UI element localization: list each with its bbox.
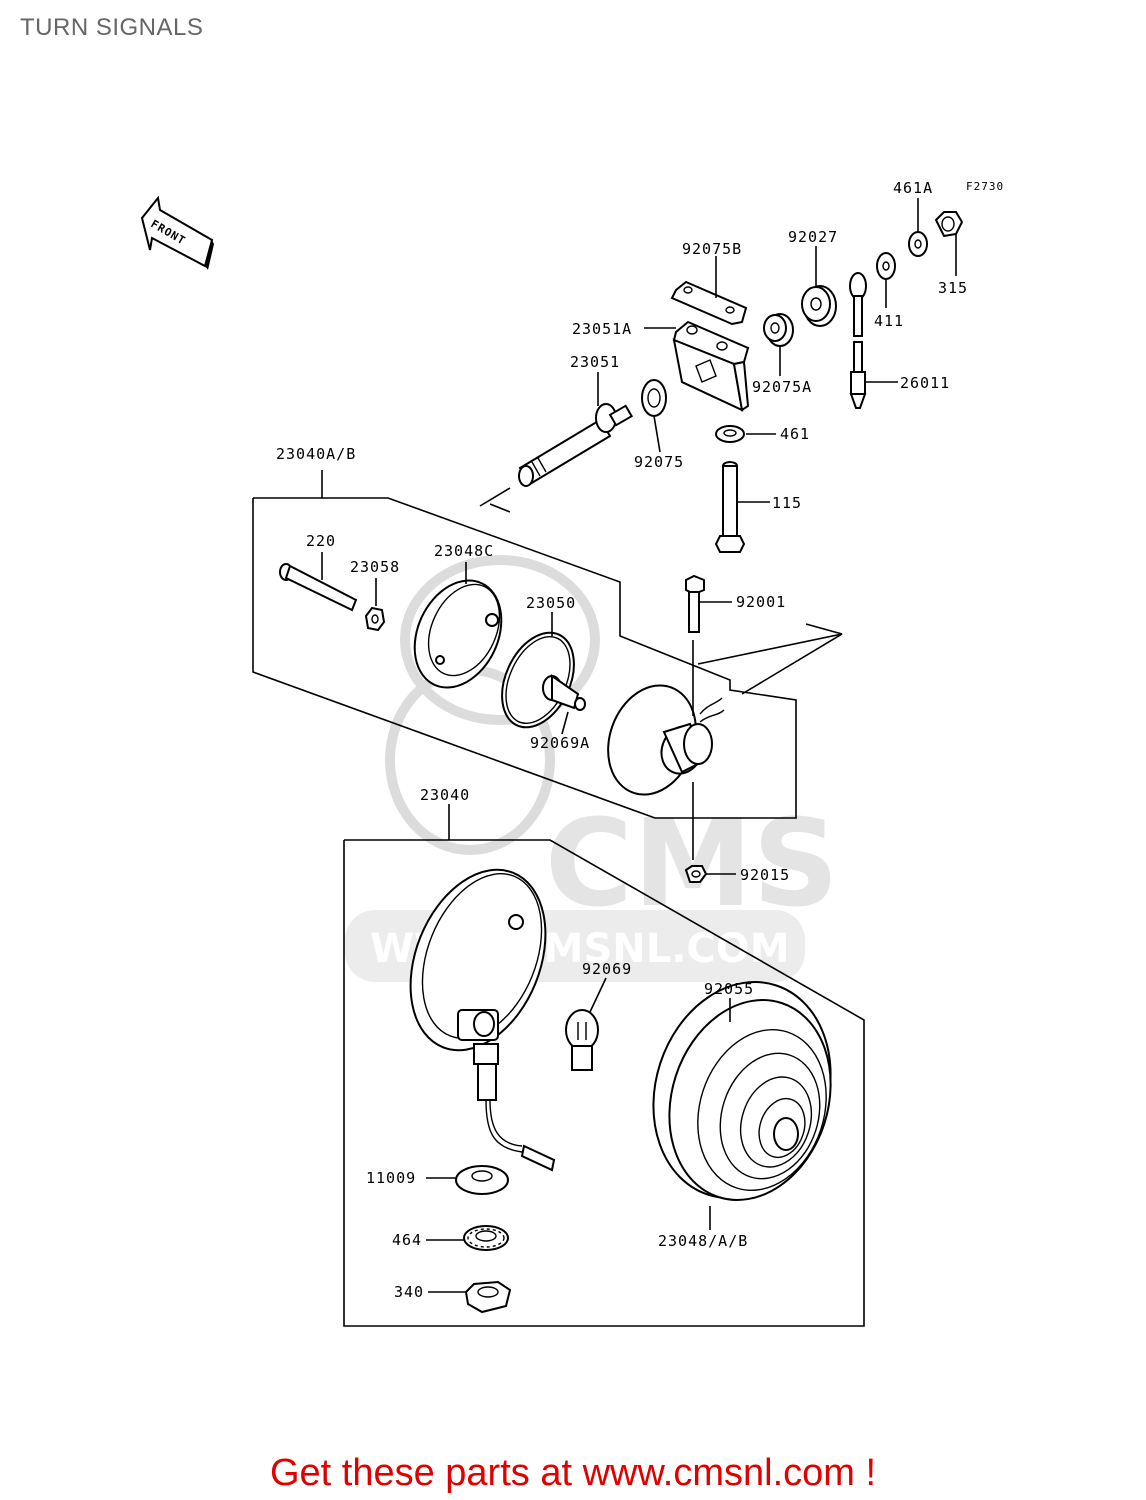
label-23040: 23040 xyxy=(420,786,470,804)
housing-23040ab xyxy=(607,684,725,796)
terminal-26011 xyxy=(849,272,867,409)
label-23058: 23058 xyxy=(350,558,400,576)
bushing-92027 xyxy=(801,285,837,327)
label-461: 461 xyxy=(780,425,810,443)
label-23051a: 23051A xyxy=(572,320,632,338)
bolt-92001 xyxy=(685,574,705,633)
figure-code: F2730 xyxy=(966,180,1004,193)
label-92069: 92069 xyxy=(582,960,632,978)
label-461a: 461A xyxy=(893,179,933,197)
label-340: 340 xyxy=(394,1283,424,1301)
group-bracket-23040ab xyxy=(252,497,797,819)
label-92055: 92055 xyxy=(704,980,754,998)
bracket-23051a xyxy=(672,320,750,412)
nut-340 xyxy=(464,1280,512,1314)
washer-461a xyxy=(908,231,928,257)
bulb-92069 xyxy=(565,1009,599,1071)
label-315: 315 xyxy=(938,279,968,297)
label-220: 220 xyxy=(306,532,336,550)
group-bracket-23040 xyxy=(343,839,865,1327)
label-92015: 92015 xyxy=(740,866,790,884)
page-title: TURN SIGNALS xyxy=(20,14,204,41)
plate-92075b xyxy=(670,280,748,326)
shaft-23051 xyxy=(518,403,634,487)
front-arrow-icon: FRONT xyxy=(140,195,214,270)
label-23040ab: 23040A/B xyxy=(276,445,356,463)
label-411: 411 xyxy=(874,312,904,330)
screw-220 xyxy=(279,563,358,612)
label-92027: 92027 xyxy=(788,228,838,246)
label-23048ab: 23048/A/B xyxy=(658,1232,748,1250)
lockwasher-464 xyxy=(463,1225,509,1251)
label-92075: 92075 xyxy=(634,453,684,471)
nut-23058 xyxy=(364,606,386,632)
bolt-115 xyxy=(714,461,746,553)
label-115: 115 xyxy=(772,494,802,512)
label-92001: 92001 xyxy=(736,593,786,611)
washer-411 xyxy=(876,252,896,280)
label-92069a: 92069A xyxy=(530,734,590,752)
label-11009: 11009 xyxy=(366,1169,416,1187)
nut-315 xyxy=(934,211,964,238)
label-26011: 26011 xyxy=(900,374,950,392)
housing-23040 xyxy=(409,868,556,1172)
label-23048c: 23048C xyxy=(434,542,494,560)
washer-92075 xyxy=(641,379,667,417)
washer-11009 xyxy=(455,1165,509,1195)
label-464: 464 xyxy=(392,1231,422,1249)
bulb-92069a xyxy=(542,674,586,711)
part-labels: 461A 315 92027 92075B 411 23051A 92075A … xyxy=(276,179,968,1301)
washer-461 xyxy=(715,425,745,443)
label-23050: 23050 xyxy=(526,594,576,612)
footer-link[interactable]: Get these parts at www.cmsnl.com ! xyxy=(269,1452,877,1494)
grommet-92075a xyxy=(763,313,794,347)
label-23051: 23051 xyxy=(570,353,620,371)
lens-23048ab xyxy=(668,999,832,1201)
label-92075b: 92075B xyxy=(682,240,742,258)
label-92075a: 92075A xyxy=(752,378,812,396)
rim-23048c xyxy=(413,579,503,689)
nut-92015 xyxy=(684,865,708,883)
